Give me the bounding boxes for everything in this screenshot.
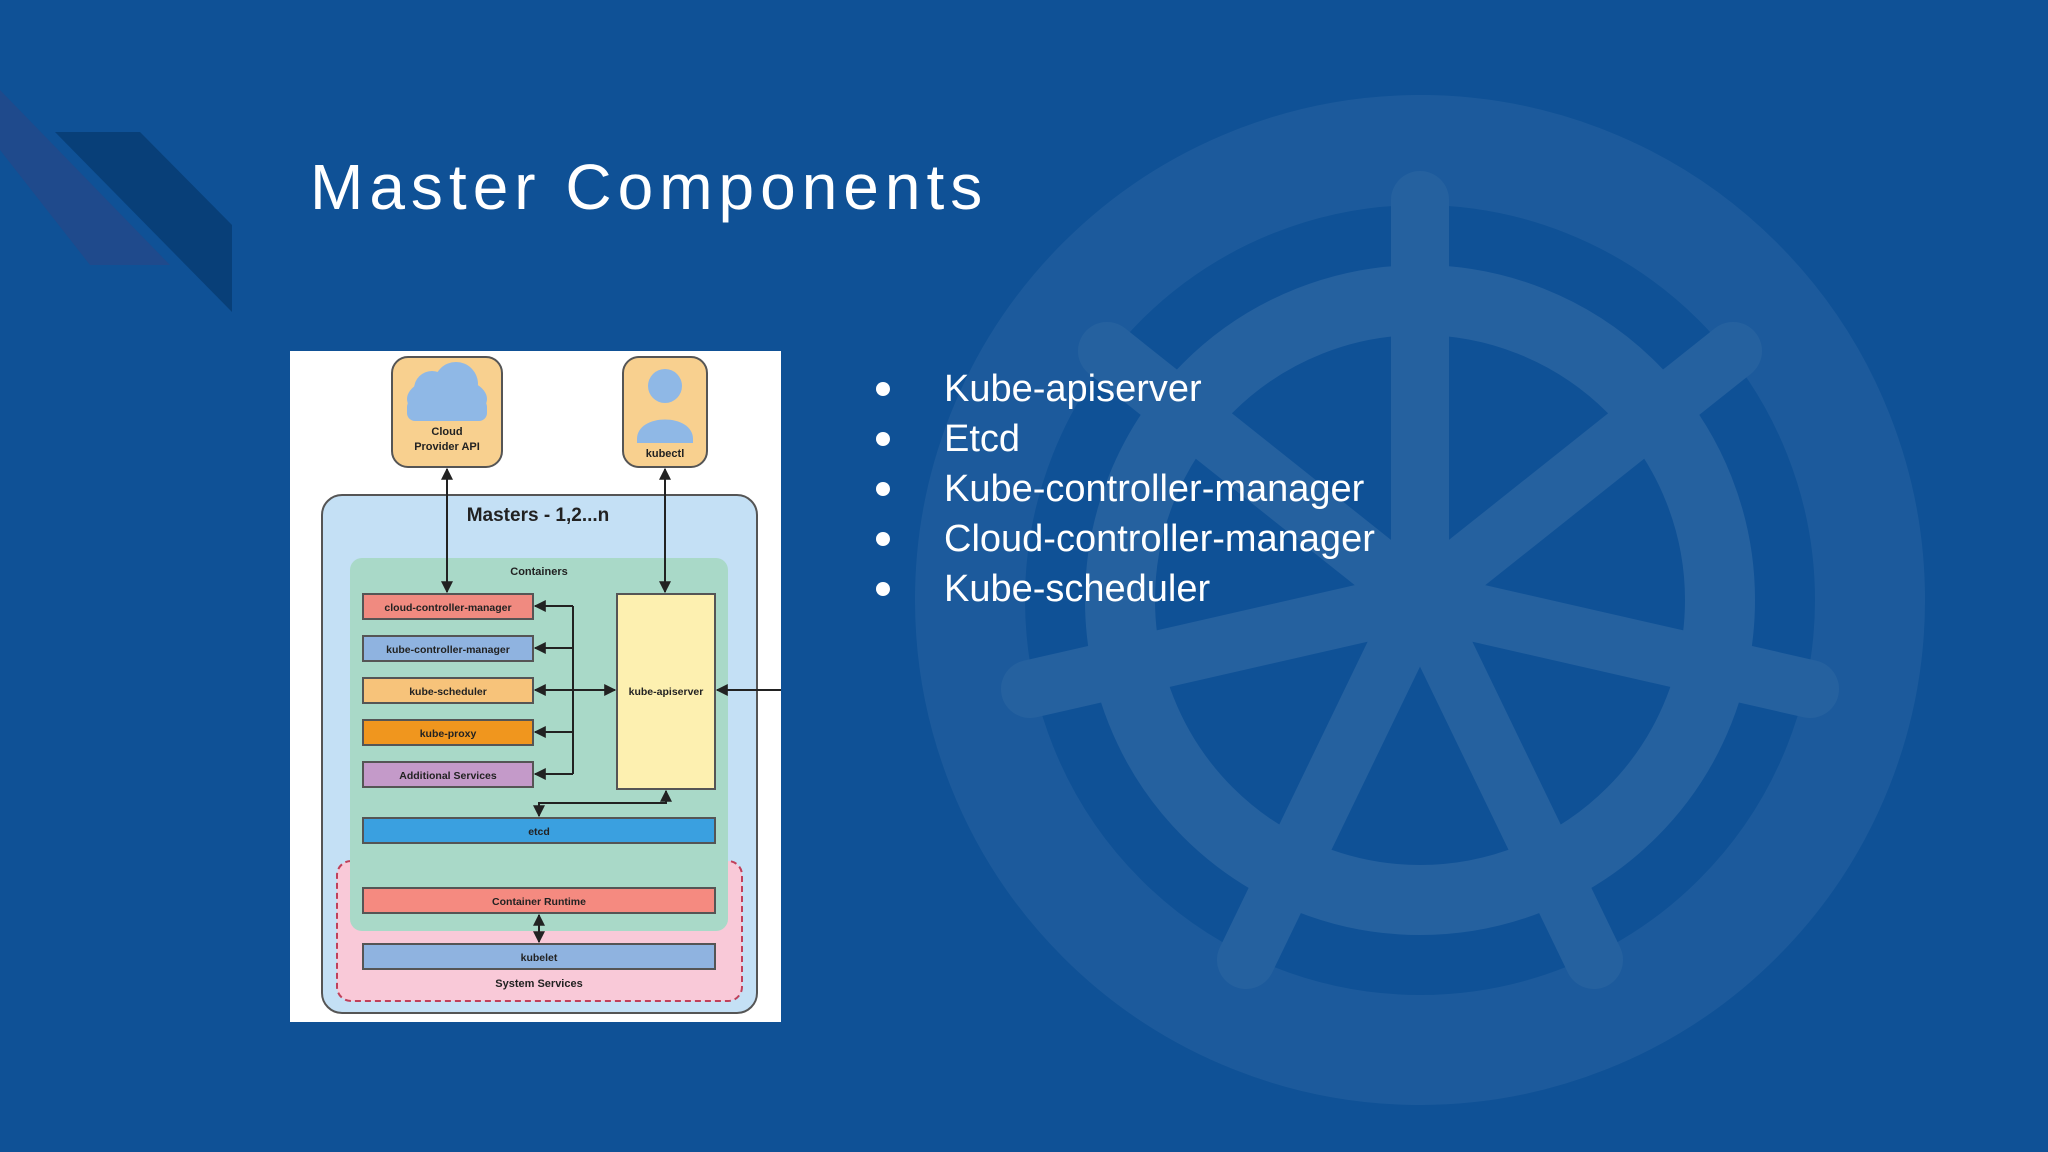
- list-item: Cloud-controller-manager: [868, 514, 1375, 564]
- component-cloud-controller-manager: cloud-controller-manager: [362, 593, 534, 620]
- helm-wheel-icon: [915, 95, 1925, 1105]
- svg-text:Container Runtime: Container Runtime: [492, 896, 586, 908]
- list-item: Kube-controller-manager: [868, 464, 1375, 514]
- cloud-provider-api-box: Cloud Provider API: [391, 356, 503, 468]
- list-item: Kube-apiserver: [868, 364, 1375, 414]
- container-runtime-box: Container Runtime: [362, 887, 716, 914]
- bullet-icon: [876, 432, 890, 446]
- bullet-icon: [876, 482, 890, 496]
- cloud-label-1: Cloud: [431, 426, 462, 438]
- kubectl-box: kubectl: [622, 356, 708, 468]
- bullet-icon: [876, 582, 890, 596]
- user-icon: [637, 369, 693, 443]
- corner-ribbon-light: [0, 90, 170, 265]
- masters-label: Masters - 1,2...n: [467, 505, 610, 526]
- svg-text:kube-scheduler: kube-scheduler: [409, 686, 487, 698]
- svg-text:Additional Services: Additional Services: [399, 770, 497, 782]
- kubelet-box: kubelet: [362, 943, 716, 970]
- diagram-arrows: [441, 467, 781, 944]
- svg-text:kube-proxy: kube-proxy: [420, 728, 477, 740]
- component-additional-services: Additional Services: [362, 761, 534, 788]
- svg-text:kube-controller-manager: kube-controller-manager: [386, 644, 510, 656]
- containers-label: Containers: [510, 566, 567, 578]
- component-kube-controller-manager: kube-controller-manager: [362, 635, 534, 662]
- svg-text:etcd: etcd: [528, 826, 550, 838]
- component-kube-scheduler: kube-scheduler: [362, 677, 534, 704]
- cloud-icon: [407, 362, 487, 421]
- system-services-label: System Services: [495, 978, 582, 990]
- component-kube-proxy: kube-proxy: [362, 719, 534, 746]
- kube-apiserver-box: kube-apiserver: [616, 593, 716, 790]
- bullet-icon: [876, 382, 890, 396]
- kubectl-label: kubectl: [646, 448, 685, 460]
- component-list: Kube-apiserver Etcd Kube-controller-mana…: [868, 364, 1375, 614]
- svg-text:cloud-controller-manager: cloud-controller-manager: [384, 602, 511, 614]
- bullet-icon: [876, 532, 890, 546]
- architecture-diagram: Cloud Provider API kubectl Masters - 1,2…: [290, 351, 781, 1022]
- cloud-label-2: Provider API: [414, 441, 480, 453]
- list-item: Kube-scheduler: [868, 564, 1375, 614]
- svg-text:kube-apiserver: kube-apiserver: [629, 686, 704, 698]
- corner-ribbon-dark: [55, 132, 232, 312]
- svg-text:kubelet: kubelet: [521, 952, 558, 964]
- list-item: Etcd: [868, 414, 1375, 464]
- etcd-box: etcd: [362, 817, 716, 844]
- slide-title: Master Components: [310, 151, 989, 223]
